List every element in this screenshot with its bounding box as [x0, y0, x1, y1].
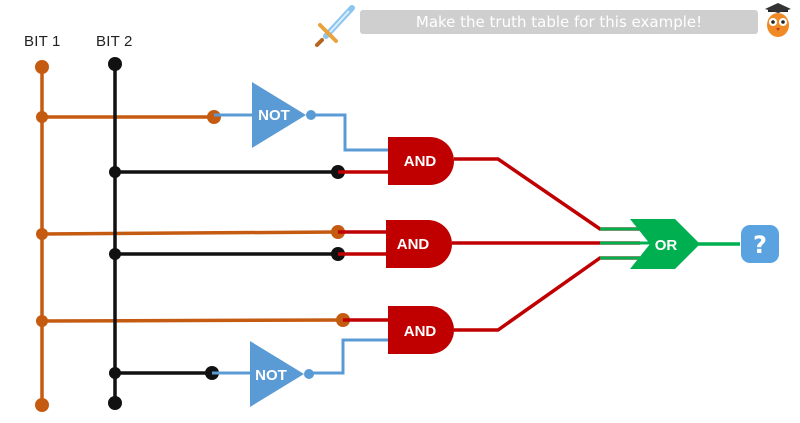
or-label: OR: [655, 237, 678, 254]
and-gate-middle: AND: [386, 220, 452, 268]
not-gate-bottom: NOT: [250, 341, 314, 407]
bit1-junctions: [35, 60, 350, 412]
bit2-label: BIT 2: [96, 33, 133, 50]
bit1-label: BIT 1: [24, 33, 61, 50]
not-gate-top: NOT: [252, 82, 316, 148]
prompt-bar: Make the truth table for this example!: [360, 10, 758, 34]
owl-mascot-icon: [765, 3, 791, 37]
and-top-label: AND: [404, 153, 437, 170]
not-top-label: NOT: [258, 107, 290, 124]
and-wires: [338, 157, 640, 332]
and-bottom-label: AND: [404, 323, 437, 340]
sword-icon: [315, 5, 355, 47]
not-output-wires: [212, 113, 388, 375]
bit2-wires: [113, 64, 338, 403]
output-question-icon: ?: [741, 225, 779, 263]
prompt-text: Make the truth table for this example!: [415, 13, 703, 31]
and-gate-top: AND: [388, 137, 454, 185]
or-gate: OR: [600, 219, 740, 269]
output-symbol: ?: [753, 231, 767, 259]
not-bottom-label: NOT: [255, 367, 287, 384]
and-gate-bottom: AND: [388, 306, 454, 354]
and-middle-label: AND: [397, 236, 430, 253]
